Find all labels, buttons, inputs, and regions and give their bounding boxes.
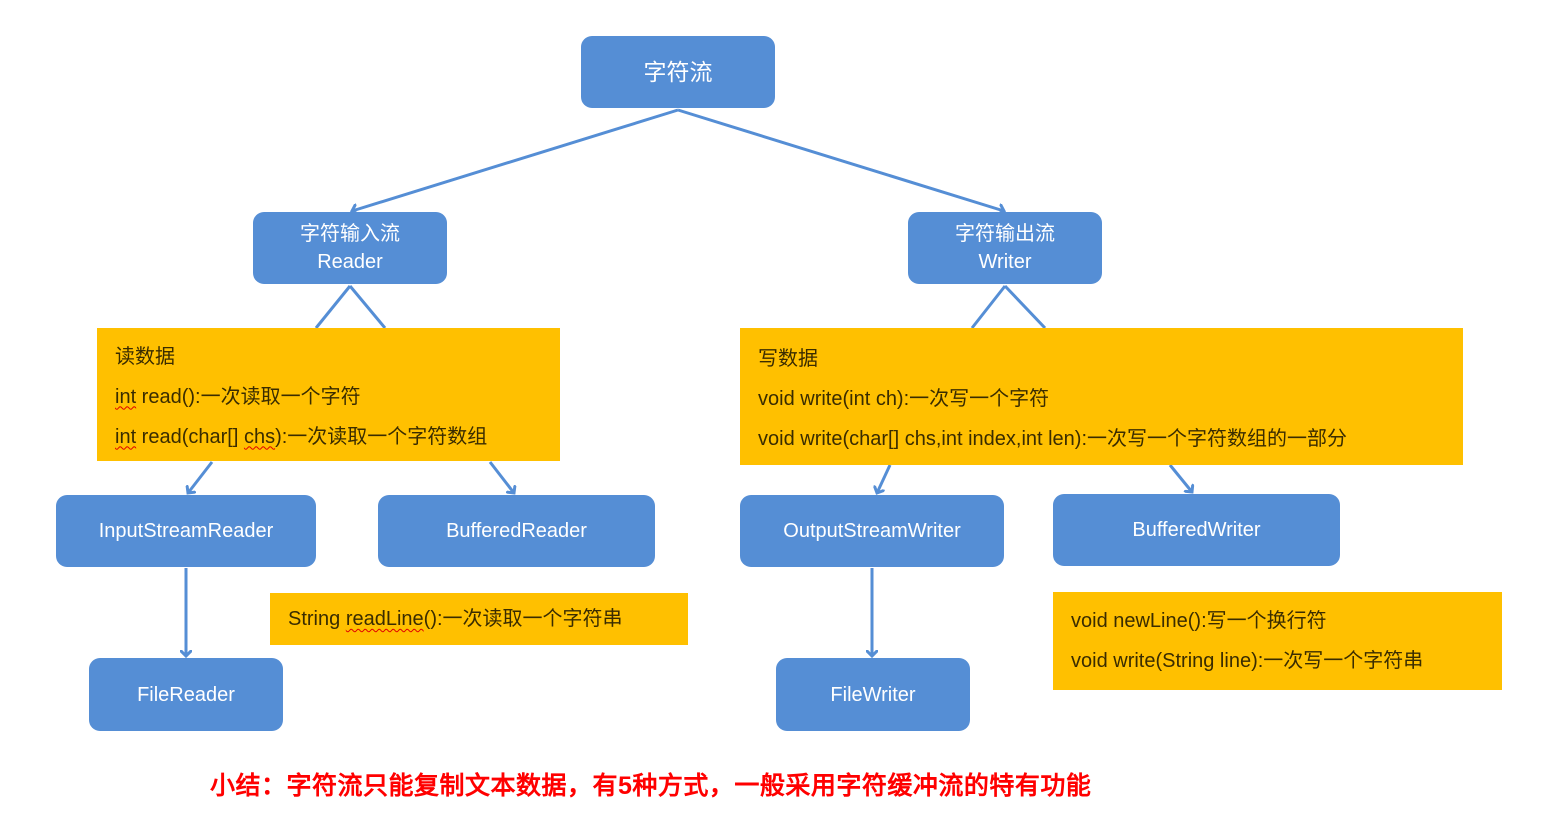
node-label: OutputStreamWriter (783, 520, 961, 542)
link-writer-left (970, 285, 1007, 329)
node-output-stream-writer: OutputStreamWriter (740, 495, 1004, 567)
node-subtitle: Reader (317, 251, 383, 273)
text: String (288, 608, 346, 630)
link-root-writer (677, 108, 1004, 211)
note-readline: String readLine():一次读取一个字符串 (270, 593, 688, 645)
node-buffered-reader: BufferedReader (378, 495, 655, 567)
arrow-to-bw (1168, 464, 1192, 492)
note-line: int read(char[] chs):一次读取一个字符数组 (115, 417, 542, 457)
node-buffered-writer: BufferedWriter (1053, 494, 1340, 566)
summary-text: 小结：字符流只能复制文本数据，有5种方式，一般采用字符缓冲流的特有功能 (210, 772, 1092, 800)
note-heading: 写数据 (758, 347, 818, 370)
node-title: 字符输入流 (300, 223, 400, 245)
node-file-reader: FileReader (89, 658, 283, 731)
link-root-reader (352, 108, 679, 211)
link-reader-right (348, 285, 387, 329)
arrow-to-br (488, 461, 514, 493)
text: ):一次读取一个字符数组 (275, 425, 488, 448)
note-line: void write(int ch):一次写一个字符 (758, 387, 1050, 410)
node-label: BufferedWriter (1132, 519, 1261, 541)
note-write-data: 写数据 void write(int ch):一次写一个字符 void writ… (740, 328, 1463, 465)
keyword: int (115, 425, 137, 448)
node-label: InputStreamReader (98, 520, 274, 542)
note-line: void write(String line):一次写一个字符串 (1071, 650, 1424, 672)
note-read-data: 读数据 int read():一次读取一个字符 int read(char[] … (97, 328, 560, 461)
note-line: void newLine():写一个换行符 (1071, 610, 1327, 632)
node-char-stream: 字符流 (581, 36, 775, 108)
text: read():一次读取一个字符 (136, 385, 361, 408)
node-writer: 字符输出流 Writer (908, 212, 1102, 284)
node-input-stream-reader: InputStreamReader (56, 495, 316, 567)
node-subtitle: Writer (978, 251, 1032, 273)
note-buffered-writer: void newLine():写一个换行符 void write(String … (1053, 592, 1502, 690)
text: read(char[] (136, 425, 244, 448)
arrow-to-osw (877, 464, 892, 493)
link-reader-left (314, 285, 352, 329)
node-file-writer: FileWriter (776, 658, 970, 731)
note-heading: 读数据 (115, 345, 175, 368)
note-line: int read():一次读取一个字符 (115, 377, 542, 417)
node-label: FileWriter (830, 683, 916, 706)
node-label: FileReader (137, 683, 235, 706)
node-title: 字符输出流 (955, 223, 1055, 245)
node-label: 字符流 (643, 59, 713, 85)
keyword: chs (243, 425, 276, 448)
text: ():一次读取一个字符串 (423, 608, 623, 630)
node-reader: 字符输入流 Reader (253, 212, 447, 284)
keyword: int (115, 385, 137, 408)
arrow-to-isr (188, 461, 214, 493)
keyword: readLine (345, 608, 424, 630)
link-writer-right (1003, 284, 1047, 330)
note-line: String readLine():一次读取一个字符串 (288, 599, 670, 639)
note-line: void write(char[] chs,int index,int len)… (758, 427, 1348, 450)
node-label: BufferedReader (446, 520, 587, 542)
